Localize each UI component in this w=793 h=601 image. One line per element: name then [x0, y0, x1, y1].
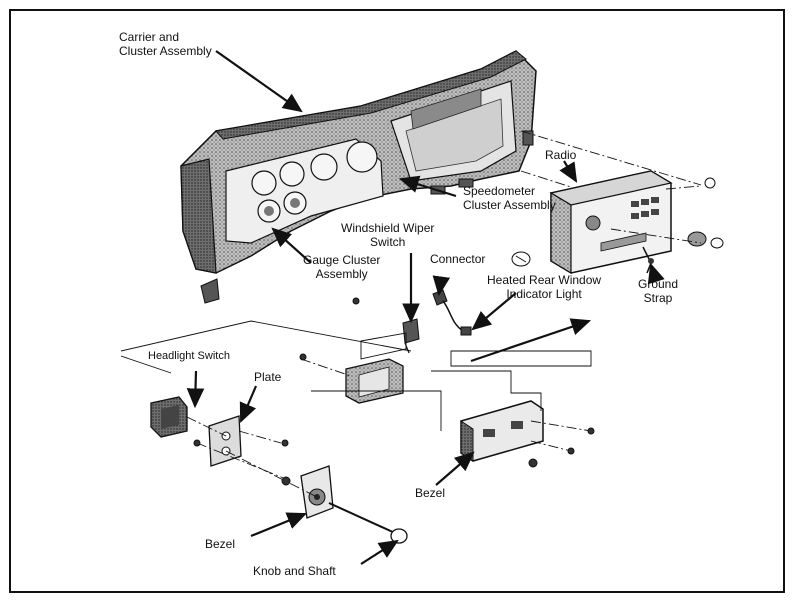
label-speedometer-cluster-assembly: Speedometer Cluster Assembly [463, 184, 556, 212]
headlight-switch [150, 396, 188, 438]
carrier-cluster-assembly [180, 50, 537, 304]
leader-lines [186, 50, 665, 565]
label-connector: Connector [430, 252, 486, 266]
alignment-lines-left [186, 358, 592, 498]
wiper-switch [402, 318, 420, 354]
left-bezel [300, 465, 334, 519]
label-windshield-wiper-switch: Windshield Wiper Switch [341, 221, 435, 249]
label-headlight-switch: Headlight Switch [148, 350, 230, 362]
panel-outline [120, 320, 592, 431]
center-switch-block [345, 358, 404, 404]
label-radio: Radio [545, 148, 577, 162]
label-plate: Plate [254, 370, 282, 384]
right-bezel [460, 400, 544, 462]
plate [208, 415, 242, 467]
radio-unit [511, 170, 724, 275]
alignment-lines-radio [520, 130, 702, 244]
heated-window-connector [432, 289, 472, 336]
exploded-view-illustration [120, 50, 724, 565]
knob-and-shaft [328, 502, 408, 544]
label-knob-and-shaft: Knob and Shaft [253, 564, 336, 578]
label-bezel-left: Bezel [205, 537, 236, 551]
screws [193, 297, 595, 486]
label-carrier-cluster-assembly: Carrier and Cluster Assembly [119, 30, 212, 58]
label-ground-strap: Ground Strap [638, 277, 679, 305]
label-bezel-right: Bezel [415, 486, 446, 500]
label-heated-rear-window-indicator-light: Heated Rear Window Indicator Light [487, 273, 602, 301]
label-gauge-cluster-assembly: Gauge Cluster Assembly [303, 253, 381, 281]
diagram-frame: Carrier and Cluster Assembly Radio Speed… [9, 9, 785, 593]
